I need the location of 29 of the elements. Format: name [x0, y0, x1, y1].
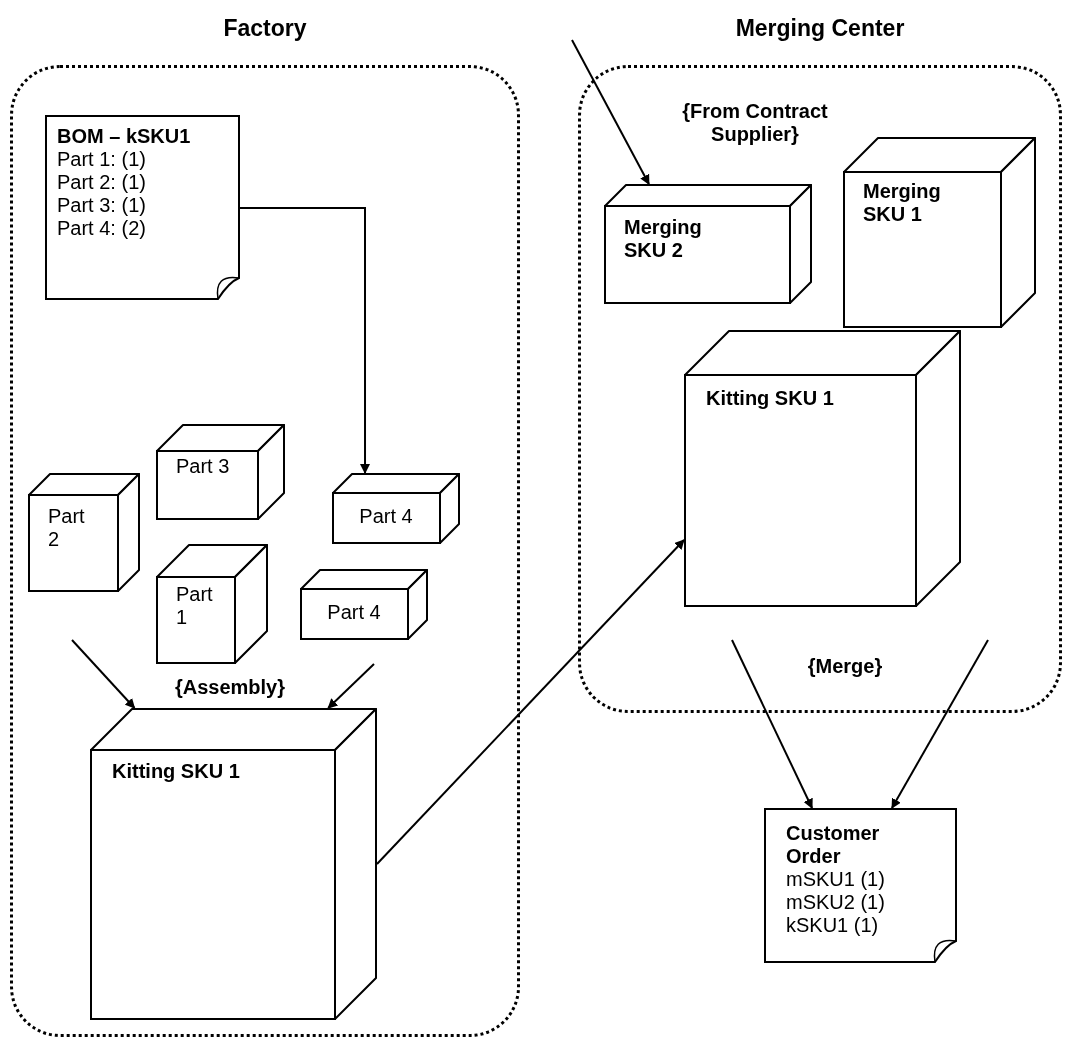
node-label: Part 2: [48, 505, 86, 551]
node-label: Part 2: (1): [57, 171, 147, 194]
arrow: [327, 663, 375, 709]
arrow: [571, 39, 650, 185]
arrow: [731, 639, 814, 809]
region-title: Merging Center: [734, 14, 906, 43]
node-label: Part 3: [176, 455, 231, 478]
node-label: mSKU1 (1): [786, 868, 886, 891]
node-label: Kitting SKU 1: [706, 387, 835, 410]
node-label: Merging SKU 2: [624, 216, 703, 262]
annotation-label: {Merge}: [806, 655, 884, 678]
node-label: kSKU1 (1): [786, 914, 880, 937]
region-title: Factory: [222, 14, 308, 43]
node-label: Part 3: (1): [57, 194, 147, 217]
node-label: Merging SKU 1: [863, 180, 942, 226]
node-label: Kitting SKU 1: [112, 760, 241, 783]
annotation-label: {Assembly}: [173, 676, 287, 699]
node-label: Part 4: [326, 601, 382, 624]
arrow: [376, 538, 685, 865]
node-label: Part 1: [176, 583, 214, 629]
node-label: Part 4: (2): [57, 217, 147, 240]
annotation-label: {From Contract Supplier}: [681, 100, 829, 146]
arrow: [239, 207, 370, 474]
node-label: mSKU2 (1): [786, 891, 886, 914]
arrow: [890, 639, 989, 809]
node-label: BOM – kSKU1: [57, 125, 192, 148]
node-label: Part 4: [358, 505, 414, 528]
node-label: Part 1: (1): [57, 148, 147, 171]
arrow: [71, 639, 136, 709]
